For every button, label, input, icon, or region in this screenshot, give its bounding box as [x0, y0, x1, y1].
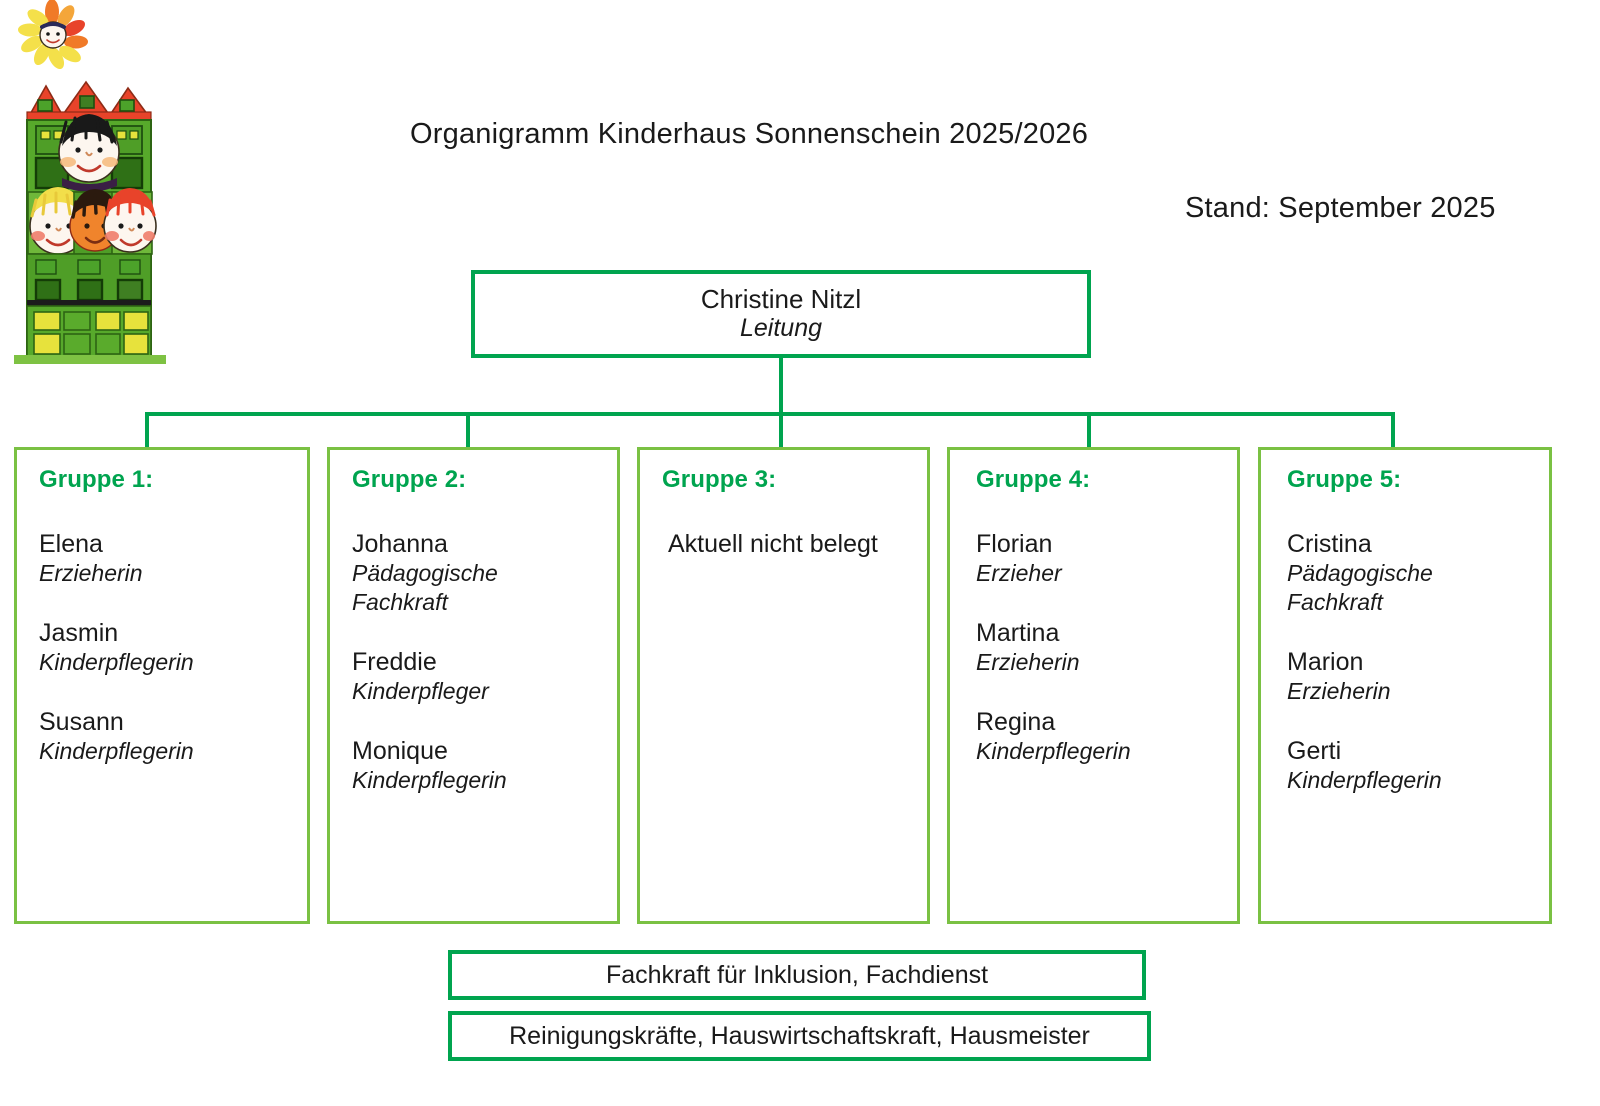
staff-role: Kinderpflegerin: [976, 737, 1131, 764]
staff-entry: Freddie Kinderpfleger: [352, 647, 603, 706]
staff-role: Erzieherin: [976, 649, 1080, 676]
staff-role: Kinderpflegerin: [39, 737, 194, 764]
staff-role: Kinderpfleger: [352, 677, 489, 704]
staff-entry: Johanna Pädagogische Fachkraft: [352, 529, 603, 617]
leadership-name: Christine Nitzl: [700, 283, 862, 314]
house-illustration: [14, 80, 166, 364]
staff-name: Gerti: [1287, 736, 1342, 765]
support-role-box-services: Reinigungskräfte, Hauswirtschaftskraft, …: [448, 1011, 1151, 1061]
page-title: Organigramm Kinderhaus Sonnenschein 2025…: [410, 118, 1089, 150]
staff-name: Martina: [976, 619, 1060, 648]
connector-drop-group-3: [779, 412, 783, 448]
connector-drop-group-5: [1391, 412, 1395, 448]
staff-entry: Regina Kinderpflegerin: [976, 707, 1223, 766]
staff-name: Elena: [39, 530, 103, 559]
leadership-role: Leitung: [739, 313, 823, 342]
kinderhaus-logo: [0, 0, 190, 375]
group-box-4: Gruppe 4: Florian Erzieher Martina Erzie…: [947, 447, 1240, 924]
group-box-2: Gruppe 2: Johanna Pädagogische Fachkraft…: [327, 447, 620, 924]
logo-artwork: [14, 0, 166, 364]
staff-entry: Susann Kinderpflegerin: [39, 707, 293, 766]
status-date-label: Stand: September 2025: [1185, 192, 1496, 224]
staff-name: Jasmin: [39, 619, 119, 648]
staff-name: Johanna: [352, 530, 448, 559]
staff-name: Marion: [1287, 647, 1364, 676]
staff-name: Regina: [976, 707, 1056, 736]
staff-role: Erzieherin: [39, 560, 143, 587]
sun-flower-icon: [18, 0, 88, 70]
staff-entry: Gerti Kinderpflegerin: [1287, 736, 1535, 795]
leadership-box: Christine Nitzl Leitung: [471, 270, 1091, 358]
staff-name: Florian: [976, 530, 1053, 559]
group-vacancy-note: Aktuell nicht belegt: [668, 530, 878, 559]
connector-drop-group-4: [1087, 412, 1091, 448]
child-face-right: [103, 188, 157, 255]
staff-entry: Elena Erzieherin: [39, 529, 293, 588]
staff-entry: Cristina Pädagogische Fachkraft: [1287, 529, 1535, 617]
staff-entry: Jasmin Kinderpflegerin: [39, 618, 293, 677]
staff-role: Kinderpflegerin: [1287, 766, 1442, 793]
staff-role: Erzieher: [976, 560, 1062, 587]
staff-role: Pädagogische Fachkraft: [352, 560, 498, 616]
staff-role: Pädagogische Fachkraft: [1287, 560, 1433, 616]
connector-drop-group-2: [466, 412, 470, 448]
group-box-1: Gruppe 1: Elena Erzieherin Jasmin Kinder…: [14, 447, 310, 924]
group-box-5: Gruppe 5: Cristina Pädagogische Fachkraf…: [1258, 447, 1552, 924]
staff-role: Erzieherin: [1287, 677, 1391, 704]
staff-name: Monique: [352, 736, 448, 765]
staff-name: Cristina: [1287, 530, 1372, 559]
staff-role: Kinderpflegerin: [352, 766, 507, 793]
staff-role: Kinderpflegerin: [39, 649, 194, 676]
connector-stem: [779, 358, 783, 416]
connector-bus: [145, 412, 1395, 416]
group-title: Gruppe 4:: [976, 466, 1091, 493]
group-title: Gruppe 5:: [1287, 466, 1402, 493]
staff-name: Susann: [39, 707, 124, 736]
group-box-3: Gruppe 3: Aktuell nicht belegt: [637, 447, 930, 924]
staff-entry: Monique Kinderpflegerin: [352, 736, 603, 795]
staff-entry: Marion Erzieherin: [1287, 647, 1535, 706]
group-title: Gruppe 2:: [352, 466, 467, 493]
group-title: Gruppe 3:: [662, 466, 777, 493]
staff-entry: Florian Erzieher: [976, 529, 1223, 588]
child-face-top: [58, 114, 120, 192]
staff-name: Freddie: [352, 647, 437, 676]
support-role-box-inklusion: Fachkraft für Inklusion, Fachdienst: [448, 950, 1146, 1000]
group-title: Gruppe 1:: [39, 466, 154, 493]
connector-drop-group-1: [145, 412, 149, 448]
staff-entry: Martina Erzieherin: [976, 618, 1223, 677]
